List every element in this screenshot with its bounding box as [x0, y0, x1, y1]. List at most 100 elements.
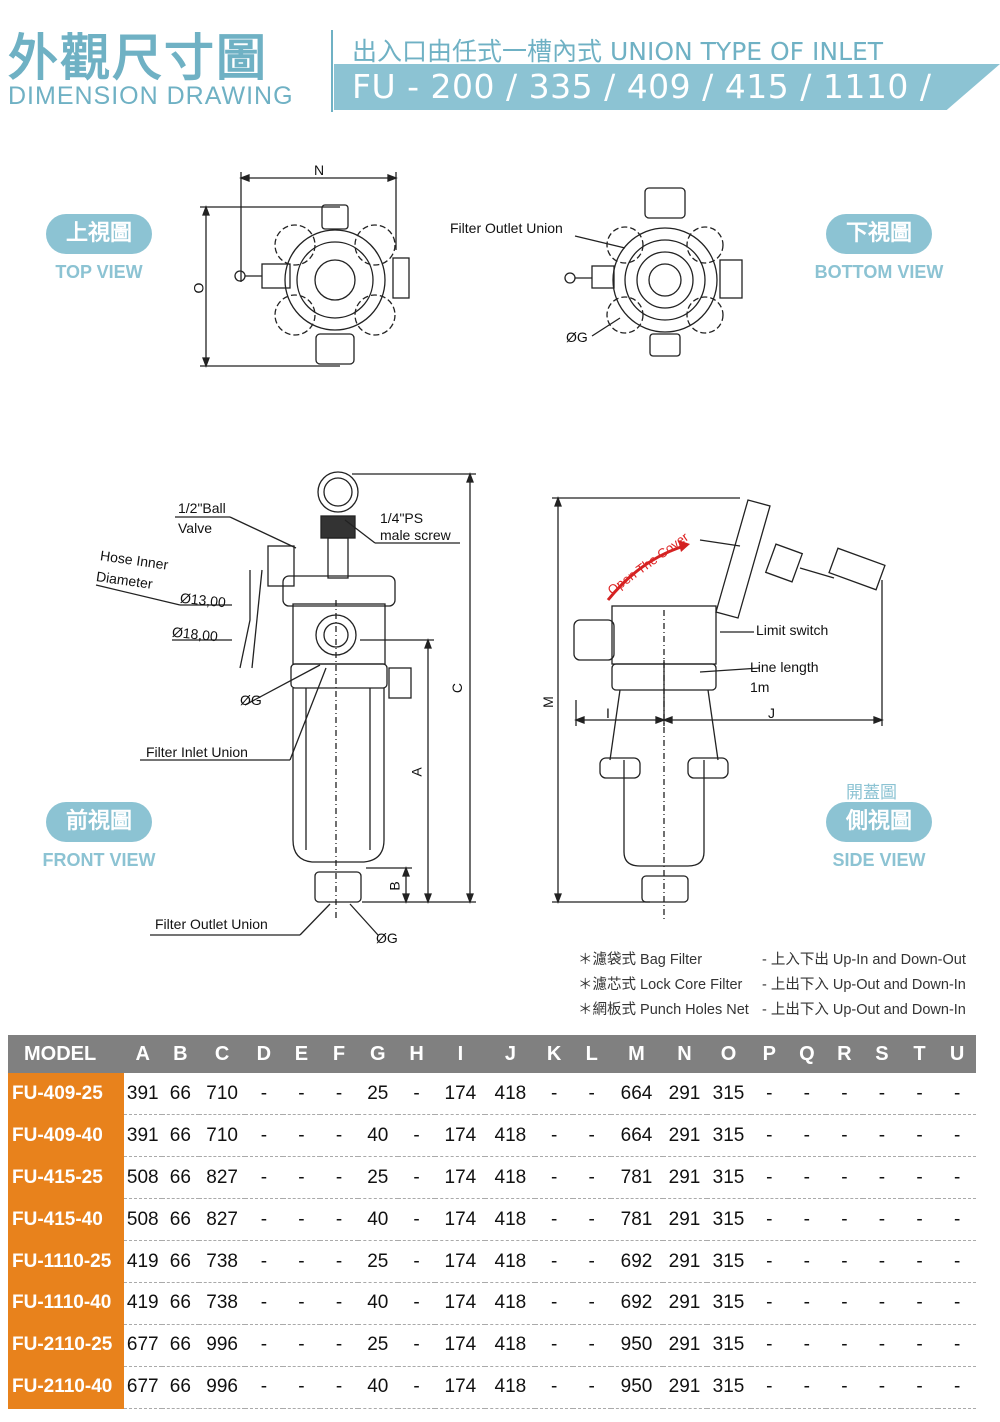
- table-cell: 291: [662, 1240, 707, 1283]
- table-cell: 315: [706, 1324, 751, 1367]
- table-cell: -: [750, 1324, 789, 1367]
- table-cell: 291: [662, 1282, 707, 1325]
- table-header-cell: T: [900, 1035, 939, 1073]
- table-cell: 418: [485, 1282, 536, 1325]
- header-models: FU - 200 / 335 / 409 / 415 / 1110 / 2110: [352, 67, 932, 145]
- table-header-row: MODEL A B C D E F G H I J K L M N O P Q …: [8, 1035, 976, 1073]
- table-cell: -: [320, 1324, 358, 1367]
- side-view-badge: 側視圖: [826, 802, 932, 842]
- table-cell: -: [938, 1366, 976, 1409]
- side-view-note: 開蓋圖: [846, 783, 897, 803]
- table-cell: 66: [161, 1366, 200, 1409]
- line-length-label-2: 1m: [750, 679, 770, 695]
- table-cell: -: [320, 1073, 358, 1116]
- table-cell: -: [750, 1240, 789, 1283]
- table-cell: -: [535, 1282, 573, 1325]
- model-cell: FU-2110-25: [8, 1324, 124, 1367]
- table-cell: 418: [485, 1366, 536, 1409]
- table-cell: 950: [610, 1366, 663, 1409]
- table-cell: -: [282, 1324, 321, 1367]
- table-cell: 418: [485, 1114, 536, 1158]
- table-cell: 418: [485, 1324, 536, 1367]
- page-title-en: DIMENSION DRAWING: [8, 82, 294, 110]
- table-cell: 174: [435, 1073, 486, 1116]
- table-cell: -: [750, 1114, 789, 1158]
- table-cell: -: [788, 1198, 826, 1242]
- table-cell: -: [863, 1240, 901, 1283]
- table-header-cell: S: [863, 1035, 901, 1073]
- table-cell: 40: [357, 1114, 398, 1158]
- table-cell: -: [825, 1073, 864, 1116]
- note-right: - 上出下入 Up-Out and Down-In: [762, 1002, 966, 1018]
- table-cell: 664: [610, 1114, 663, 1158]
- table-cell: -: [320, 1240, 358, 1283]
- table-cell: -: [825, 1366, 864, 1409]
- table-cell: -: [397, 1156, 436, 1200]
- table-cell: -: [825, 1282, 864, 1325]
- table-cell: 781: [610, 1156, 663, 1200]
- table-cell: -: [938, 1240, 976, 1283]
- table-cell: -: [535, 1324, 573, 1367]
- dim-o-label: O: [190, 282, 207, 294]
- table-cell: -: [863, 1366, 901, 1409]
- table-cell: -: [863, 1282, 901, 1325]
- table-cell: -: [320, 1156, 358, 1200]
- note-lock-core-filter: ＊濾芯式 Lock Core Filter - 上出下入 Up-Out and …: [578, 973, 966, 994]
- table-cell: -: [320, 1366, 358, 1409]
- table-cell: -: [397, 1366, 436, 1409]
- table-cell: -: [788, 1156, 826, 1200]
- table-cell: 25: [357, 1324, 398, 1367]
- table-cell: 174: [435, 1198, 486, 1242]
- table-cell: -: [863, 1073, 901, 1116]
- table-cell: -: [572, 1324, 611, 1367]
- dim-m-label: M: [539, 696, 556, 708]
- table-cell: -: [282, 1366, 321, 1409]
- table-cell: 710: [199, 1073, 246, 1116]
- bottom-og-label: ØG: [566, 329, 588, 345]
- table-cell: -: [245, 1156, 283, 1200]
- front-view-badge: 前視圖: [46, 802, 152, 842]
- table-cell: 315: [706, 1156, 751, 1200]
- table-cell: 508: [124, 1198, 162, 1242]
- table-cell: -: [788, 1282, 826, 1325]
- note-punch-holes-net: ＊網板式 Punch Holes Net - 上出下入 Up-Out and D…: [578, 998, 966, 1019]
- table-header-cell: U: [938, 1035, 976, 1073]
- table-cell: 677: [124, 1324, 162, 1367]
- table-header-cell: H: [397, 1035, 436, 1073]
- table-cell: -: [397, 1114, 436, 1158]
- table-cell: -: [282, 1073, 321, 1116]
- table-cell: 40: [357, 1198, 398, 1242]
- table-cell: -: [282, 1114, 321, 1158]
- table-cell: -: [900, 1324, 939, 1367]
- table-cell: 418: [485, 1156, 536, 1200]
- table-header-cell: P: [750, 1035, 789, 1073]
- header-subtitle: 出入口由任式一槽內式 UNION TYPE OF INLET: [352, 37, 884, 66]
- table-cell: -: [572, 1114, 611, 1158]
- table-cell: 174: [435, 1114, 486, 1158]
- table-cell: -: [535, 1114, 573, 1158]
- table-header-cell: O: [706, 1035, 751, 1073]
- table-cell: -: [397, 1198, 436, 1242]
- table-cell: -: [825, 1240, 864, 1283]
- table-header-cell: MODEL: [8, 1035, 124, 1073]
- dim-n-label: N: [314, 162, 325, 178]
- model-cell: FU-1110-40: [8, 1282, 124, 1325]
- table-cell: 315: [706, 1366, 751, 1409]
- table-cell: 950: [610, 1324, 663, 1367]
- note-left: ＊濾芯式 Lock Core Filter: [578, 977, 743, 993]
- table-cell: -: [750, 1073, 789, 1116]
- table-cell: -: [825, 1198, 864, 1242]
- table-cell: 710: [199, 1114, 246, 1158]
- table-cell: 291: [662, 1073, 707, 1116]
- table-cell: 174: [435, 1366, 486, 1409]
- table-cell: -: [535, 1156, 573, 1200]
- table-cell: 291: [662, 1156, 707, 1200]
- table-cell: -: [572, 1282, 611, 1325]
- table-cell: 66: [161, 1198, 200, 1242]
